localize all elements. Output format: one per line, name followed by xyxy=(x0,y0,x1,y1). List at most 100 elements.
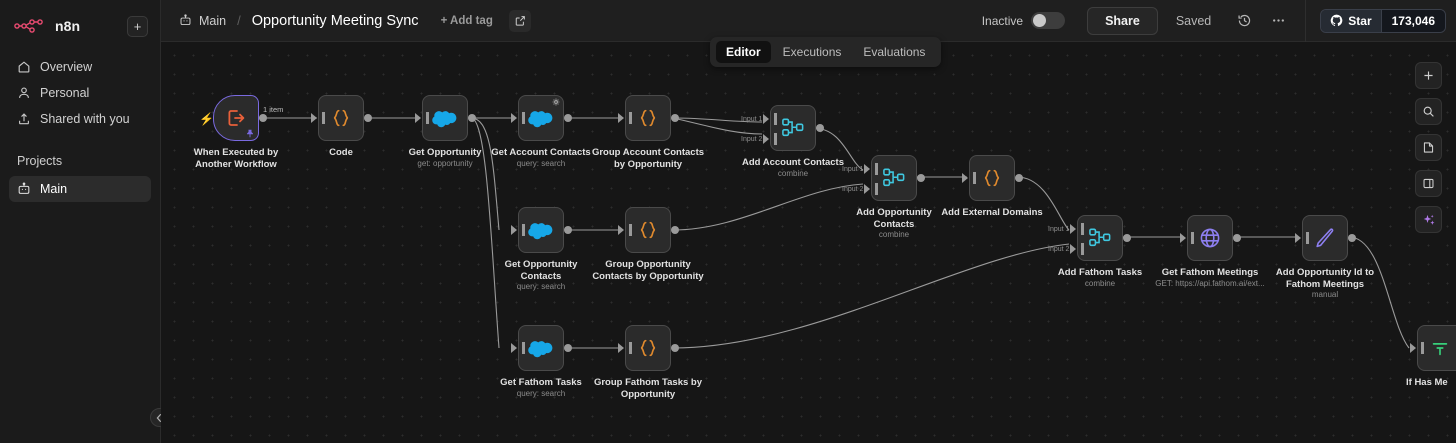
output-port[interactable] xyxy=(671,114,679,122)
node-box[interactable] xyxy=(415,95,476,141)
node-add-external-domains[interactable]: Add External Domains xyxy=(941,155,1043,218)
node-box[interactable] xyxy=(511,95,572,141)
history-clock-icon[interactable] xyxy=(1233,10,1255,32)
output-port[interactable] xyxy=(671,226,679,234)
sidebar-item-main[interactable]: Main xyxy=(9,176,151,202)
activation-toggle[interactable] xyxy=(1031,12,1066,29)
node-get-account-contacts[interactable]: Get Account Contacts query: search xyxy=(491,95,591,168)
sidebar-item-personal[interactable]: Personal xyxy=(9,80,151,106)
node-box[interactable] xyxy=(618,207,679,253)
node-add-account-contacts[interactable]: Input 1 Input 2 Add Accou xyxy=(741,105,844,178)
github-star-widget[interactable]: Star 173,046 xyxy=(1320,8,1446,33)
node-box[interactable] xyxy=(763,105,824,151)
node-box[interactable] xyxy=(511,325,572,371)
github-star-button[interactable]: Star xyxy=(1321,9,1381,32)
input-port[interactable] xyxy=(511,112,525,124)
add-sticky-note-button[interactable] xyxy=(1415,134,1442,161)
ai-assistant-button[interactable] xyxy=(1415,206,1442,233)
output-port[interactable] xyxy=(671,344,679,352)
input-port[interactable] xyxy=(618,224,632,236)
node-box[interactable] xyxy=(864,155,925,201)
search-nodes-button[interactable] xyxy=(1415,98,1442,125)
node-box[interactable] xyxy=(1410,325,1456,371)
node-box[interactable] xyxy=(1180,215,1241,261)
output-port[interactable] xyxy=(564,344,572,352)
node-add-opportunity-id-to-fathom-meetings[interactable]: Add Opportunity Id to Fathom Meetings ma… xyxy=(1276,215,1374,299)
node-box[interactable] xyxy=(618,325,679,371)
brand-logo[interactable]: n8n xyxy=(14,18,80,34)
output-port[interactable] xyxy=(1123,234,1131,242)
activation-toggle-group[interactable]: Inactive xyxy=(982,12,1066,29)
external-link-icon xyxy=(514,15,526,27)
add-node-button[interactable] xyxy=(1415,62,1442,89)
node-if-has-meetings[interactable]: If Has Me xyxy=(1406,325,1456,388)
open-external-button[interactable] xyxy=(508,9,531,32)
node-box[interactable] xyxy=(511,207,572,253)
input-port[interactable] xyxy=(1180,232,1194,244)
node-code[interactable]: Code xyxy=(311,95,372,158)
input-port[interactable] xyxy=(311,112,325,124)
node-get-fathom-meetings[interactable]: Get Fathom Meetings GET: https://api.fat… xyxy=(1155,215,1265,288)
input-port[interactable] xyxy=(962,172,976,184)
sidebar-item-shared-with-you[interactable]: Shared with you xyxy=(9,106,151,132)
input-port[interactable] xyxy=(511,224,525,236)
input-port[interactable] xyxy=(618,112,632,124)
node-get-fathom-tasks[interactable]: Get Fathom Tasks query: search xyxy=(500,325,582,398)
node-get-opportunity-contacts[interactable]: Get Opportunity Contacts query: search xyxy=(505,207,577,291)
input-port-2[interactable] xyxy=(1070,243,1084,255)
sidebar-add-button[interactable]: + xyxy=(127,15,148,37)
node-add-opportunity-contacts[interactable]: Input 1 Input 2 Add Oppor xyxy=(842,155,932,239)
share-button[interactable]: Share xyxy=(1087,6,1158,35)
node-box[interactable] xyxy=(311,95,372,141)
node-add-fathom-tasks[interactable]: Input 1 Input 2 Add Fatho xyxy=(1048,215,1142,288)
more-options-button[interactable] xyxy=(1267,10,1289,32)
toggle-panel-button[interactable] xyxy=(1415,170,1442,197)
output-port[interactable] xyxy=(564,114,572,122)
node-box[interactable] xyxy=(1070,215,1131,261)
output-port[interactable] xyxy=(816,124,824,132)
output-port[interactable] xyxy=(917,174,925,182)
node-settings-icon[interactable] xyxy=(552,98,560,106)
breadcrumb-project[interactable]: Main xyxy=(199,13,227,28)
node-box[interactable] xyxy=(213,95,267,141)
node-group-opportunity-contacts-by-opportunity[interactable]: Group Opportunity Contacts by Opportunit… xyxy=(592,207,704,282)
breadcrumb[interactable]: Main / Opportunity Meeting Sync xyxy=(179,13,419,29)
input-port[interactable] xyxy=(618,342,632,354)
node-get-opportunity[interactable]: Get Opportunity get: opportunity xyxy=(409,95,481,168)
input-port-1[interactable] xyxy=(864,163,878,175)
input-port[interactable] xyxy=(1295,232,1309,244)
workflow-canvas[interactable]: ⚡ When Executed by Another Workflow 1 xyxy=(161,42,1456,443)
node-box[interactable] xyxy=(618,95,679,141)
edit-pencil-icon xyxy=(1313,226,1337,250)
input-port-1[interactable] xyxy=(763,113,777,125)
output-port[interactable] xyxy=(364,114,372,122)
node-box[interactable] xyxy=(962,155,1023,201)
node-when-executed-by-another-workflow[interactable]: ⚡ When Executed by Another Workflow xyxy=(194,95,278,170)
tab-editor[interactable]: Editor xyxy=(716,41,771,63)
input-1-label: Input 1 xyxy=(1048,226,1070,233)
add-tag-button[interactable]: + Add tag xyxy=(440,14,493,27)
sidebar-item-overview[interactable]: Overview xyxy=(9,54,151,80)
input-port[interactable] xyxy=(1410,342,1424,354)
output-port[interactable] xyxy=(1015,174,1023,182)
input-port-2[interactable] xyxy=(763,133,777,145)
output-port[interactable] xyxy=(1233,234,1241,242)
output-port[interactable] xyxy=(259,114,267,122)
input-port-1[interactable] xyxy=(1070,223,1084,235)
panel-toggle-icon xyxy=(1422,177,1435,190)
node-group-account-contacts-by-opportunity[interactable]: Group Account Contacts by Opportunity xyxy=(592,95,704,170)
output-port[interactable] xyxy=(564,226,572,234)
tab-executions[interactable]: Executions xyxy=(782,45,842,59)
output-port[interactable] xyxy=(1348,234,1356,242)
node-label: Get Fathom Tasks xyxy=(500,377,582,388)
node-box[interactable] xyxy=(1295,215,1356,261)
input-port[interactable] xyxy=(415,112,429,124)
code-braces-icon xyxy=(637,337,659,359)
node-group-fathom-tasks-by-opportunity[interactable]: Group Fathom Tasks by Opportunity xyxy=(594,325,702,400)
input-port[interactable] xyxy=(511,342,525,354)
input-port-2[interactable] xyxy=(864,183,878,195)
output-port[interactable] xyxy=(468,114,476,122)
workflow-title[interactable]: Opportunity Meeting Sync xyxy=(251,12,419,29)
tab-evaluations[interactable]: Evaluations xyxy=(863,45,926,59)
